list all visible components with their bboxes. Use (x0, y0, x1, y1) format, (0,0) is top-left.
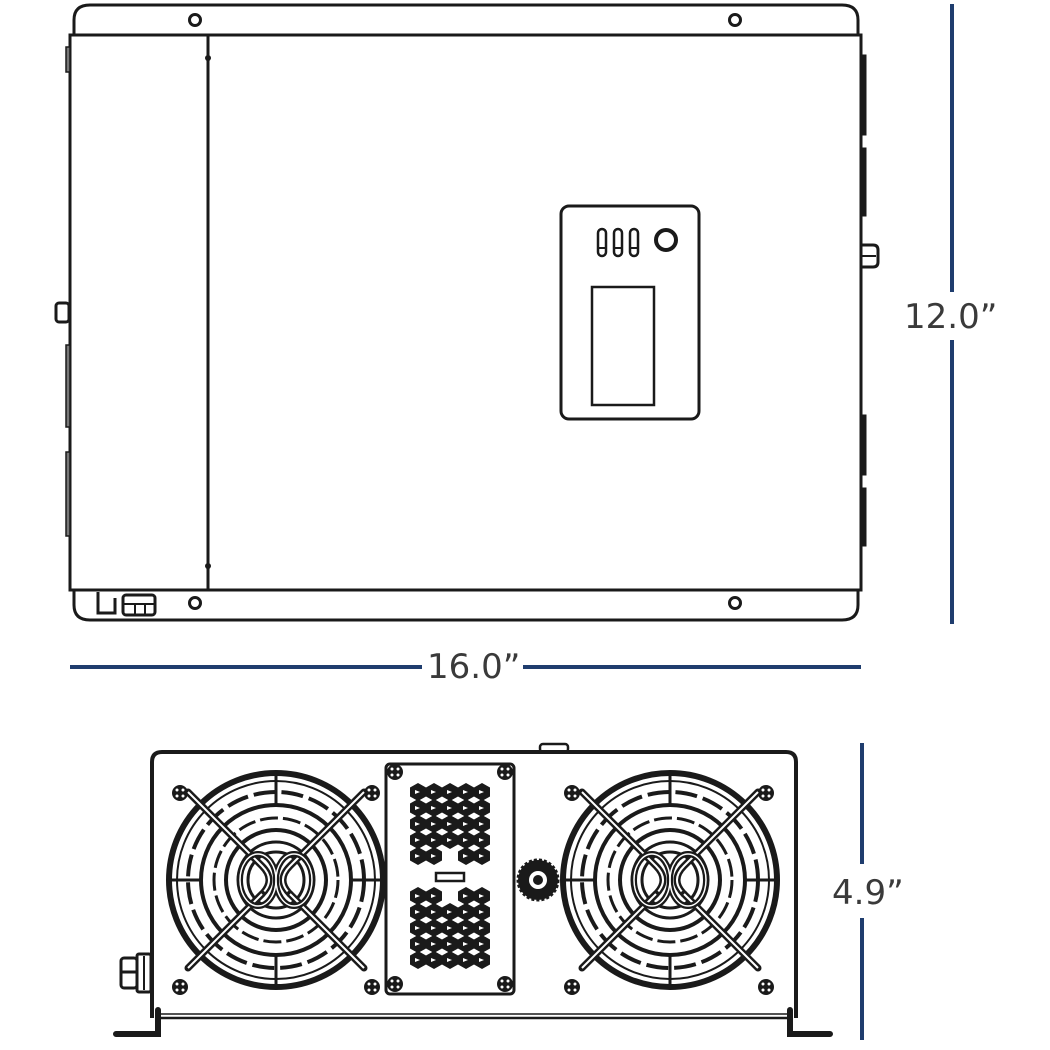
mounting-foot-left (113, 1007, 161, 1037)
control-panel (559, 204, 701, 421)
mounting-hole (188, 596, 202, 610)
mounting-foot-right (787, 1007, 833, 1037)
mounting-hole (188, 13, 202, 27)
depth-dimension-label: 12.0” (904, 296, 998, 338)
display-window (590, 285, 656, 407)
indicator-led-3 (628, 227, 640, 258)
vent-grille (410, 783, 490, 969)
mounting-hole (728, 13, 742, 27)
front-view (113, 742, 833, 1037)
height-dimension-label: 4.9” (832, 872, 904, 914)
adjustment-knob (516, 858, 560, 902)
top-flange (72, 3, 860, 35)
fan-right (563, 773, 777, 987)
power-button-icon (654, 228, 678, 252)
dimension-lines (70, 4, 954, 1040)
top-view (54, 3, 880, 622)
cable-gland (119, 952, 153, 994)
front-enclosure (150, 750, 798, 1018)
left-rail (65, 451, 71, 537)
vent-plate (384, 762, 516, 996)
indicator-led-2 (612, 227, 624, 258)
bottom-flange (72, 590, 860, 622)
right-bolt (862, 243, 880, 269)
left-terminal (54, 301, 71, 324)
main-body (68, 33, 863, 592)
mounting-hole (728, 596, 742, 610)
control-panel-frame (559, 204, 701, 421)
left-rail (65, 344, 71, 428)
fan-left (169, 773, 383, 987)
indicator-led-1 (596, 227, 608, 258)
width-dimension-label: 16.0” (424, 650, 524, 684)
